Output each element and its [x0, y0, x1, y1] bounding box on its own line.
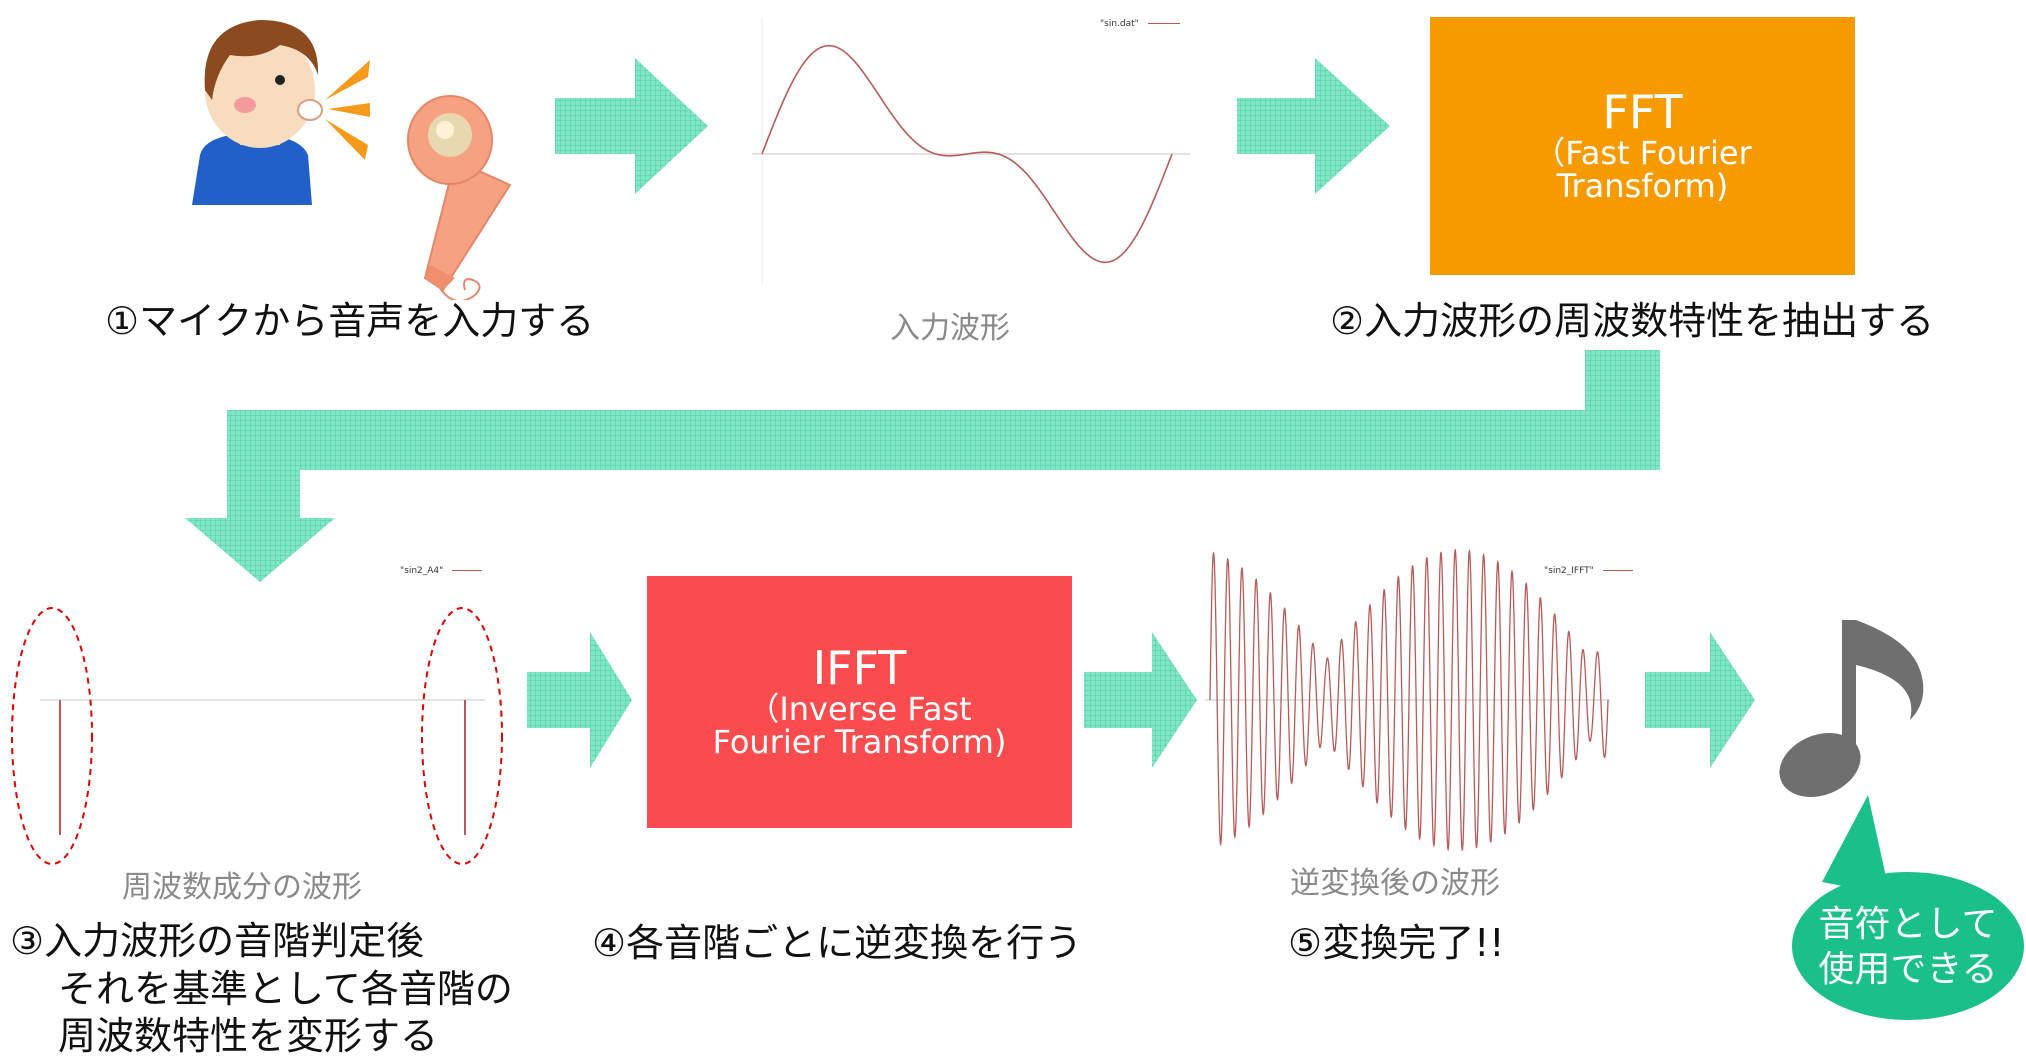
inverse-waveform-plot: [1205, 548, 1610, 852]
speech-bubble-tail: [1822, 795, 1890, 895]
ifft-title: IFFT: [812, 641, 907, 696]
frequency-waveform-plot: [11, 607, 503, 865]
microphone-icon: [385, 90, 585, 303]
input-wave-legend-label: "sin.dat": [1100, 19, 1139, 29]
frequency-wave-legend-swatch: [452, 570, 483, 571]
arrow-right-2: [1237, 58, 1390, 194]
inverse-wave-legend: "sin2_IFFT": [1544, 566, 1633, 576]
arrow-right-1: [555, 58, 708, 194]
speech-bubble-body: [1792, 872, 2024, 1020]
step3-caption-line3: 周波数特性を変形する: [58, 1014, 439, 1058]
input-waveform-caption: 入力波形: [890, 311, 1010, 346]
step3-caption-line2: それを基準として各音階の: [58, 967, 513, 1011]
ifft-box: IFFT （Inverse Fast Fourier Transform): [647, 576, 1072, 828]
step2-caption: ②入力波形の周波数特性を抽出する: [1330, 299, 1935, 343]
inverse-wave-legend-label: "sin2_IFFT": [1544, 566, 1594, 576]
input-wave-legend-swatch: [1147, 23, 1180, 24]
bubble-text-line1: 音符として: [1818, 904, 1998, 945]
fft-subtitle-line2: Transform): [1556, 167, 1729, 206]
frequency-wave-legend: "sin2_A4": [400, 566, 483, 576]
arrow-connector: [185, 350, 1660, 582]
fft-title: FFT: [1602, 85, 1683, 140]
inverse-wave-line: [1209, 548, 1609, 852]
frequency-wave-legend-label: "sin2_A4": [400, 566, 444, 576]
inverse-waveform-caption: 逆変換後の波形: [1290, 866, 1500, 901]
frequency-waveform-caption: 周波数成分の波形: [122, 870, 362, 905]
ifft-subtitle-line1: （Inverse Fast: [747, 689, 972, 728]
highlight-ellipse-right: [421, 607, 503, 865]
fft-subtitle-line1: （Fast Fourier: [1533, 133, 1752, 172]
arrow-right-4: [1084, 632, 1197, 768]
bubble-text: 音符として 使用できる: [1808, 902, 2008, 992]
ifft-subtitle-line2: Fourier Transform): [712, 723, 1007, 762]
step4-caption: ④各音階ごとに逆変換を行う: [592, 921, 1083, 965]
speech-bubble: [1792, 795, 2024, 1020]
inverse-wave-legend-swatch: [1602, 570, 1633, 571]
input-wave-legend: "sin.dat": [1100, 19, 1180, 29]
input-waveform-plot: [752, 18, 1190, 285]
highlight-ellipse-left: [11, 607, 93, 865]
bubble-text-line2: 使用できる: [1818, 949, 1998, 990]
fft-box: FFT （Fast Fourier Transform): [1430, 17, 1855, 275]
step3-caption-line1: ③入力波形の音階判定後: [10, 919, 425, 963]
music-note-icon: [1760, 610, 1960, 800]
arrow-right-3: [527, 632, 632, 768]
step5-caption: ⑤変換完了!!: [1288, 921, 1505, 965]
speaking-boy-icon: [160, 5, 370, 205]
arrow-right-5: [1645, 632, 1755, 768]
input-wave-line: [761, 44, 1173, 264]
step1-caption: ①マイクから音声を入力する: [105, 299, 595, 343]
